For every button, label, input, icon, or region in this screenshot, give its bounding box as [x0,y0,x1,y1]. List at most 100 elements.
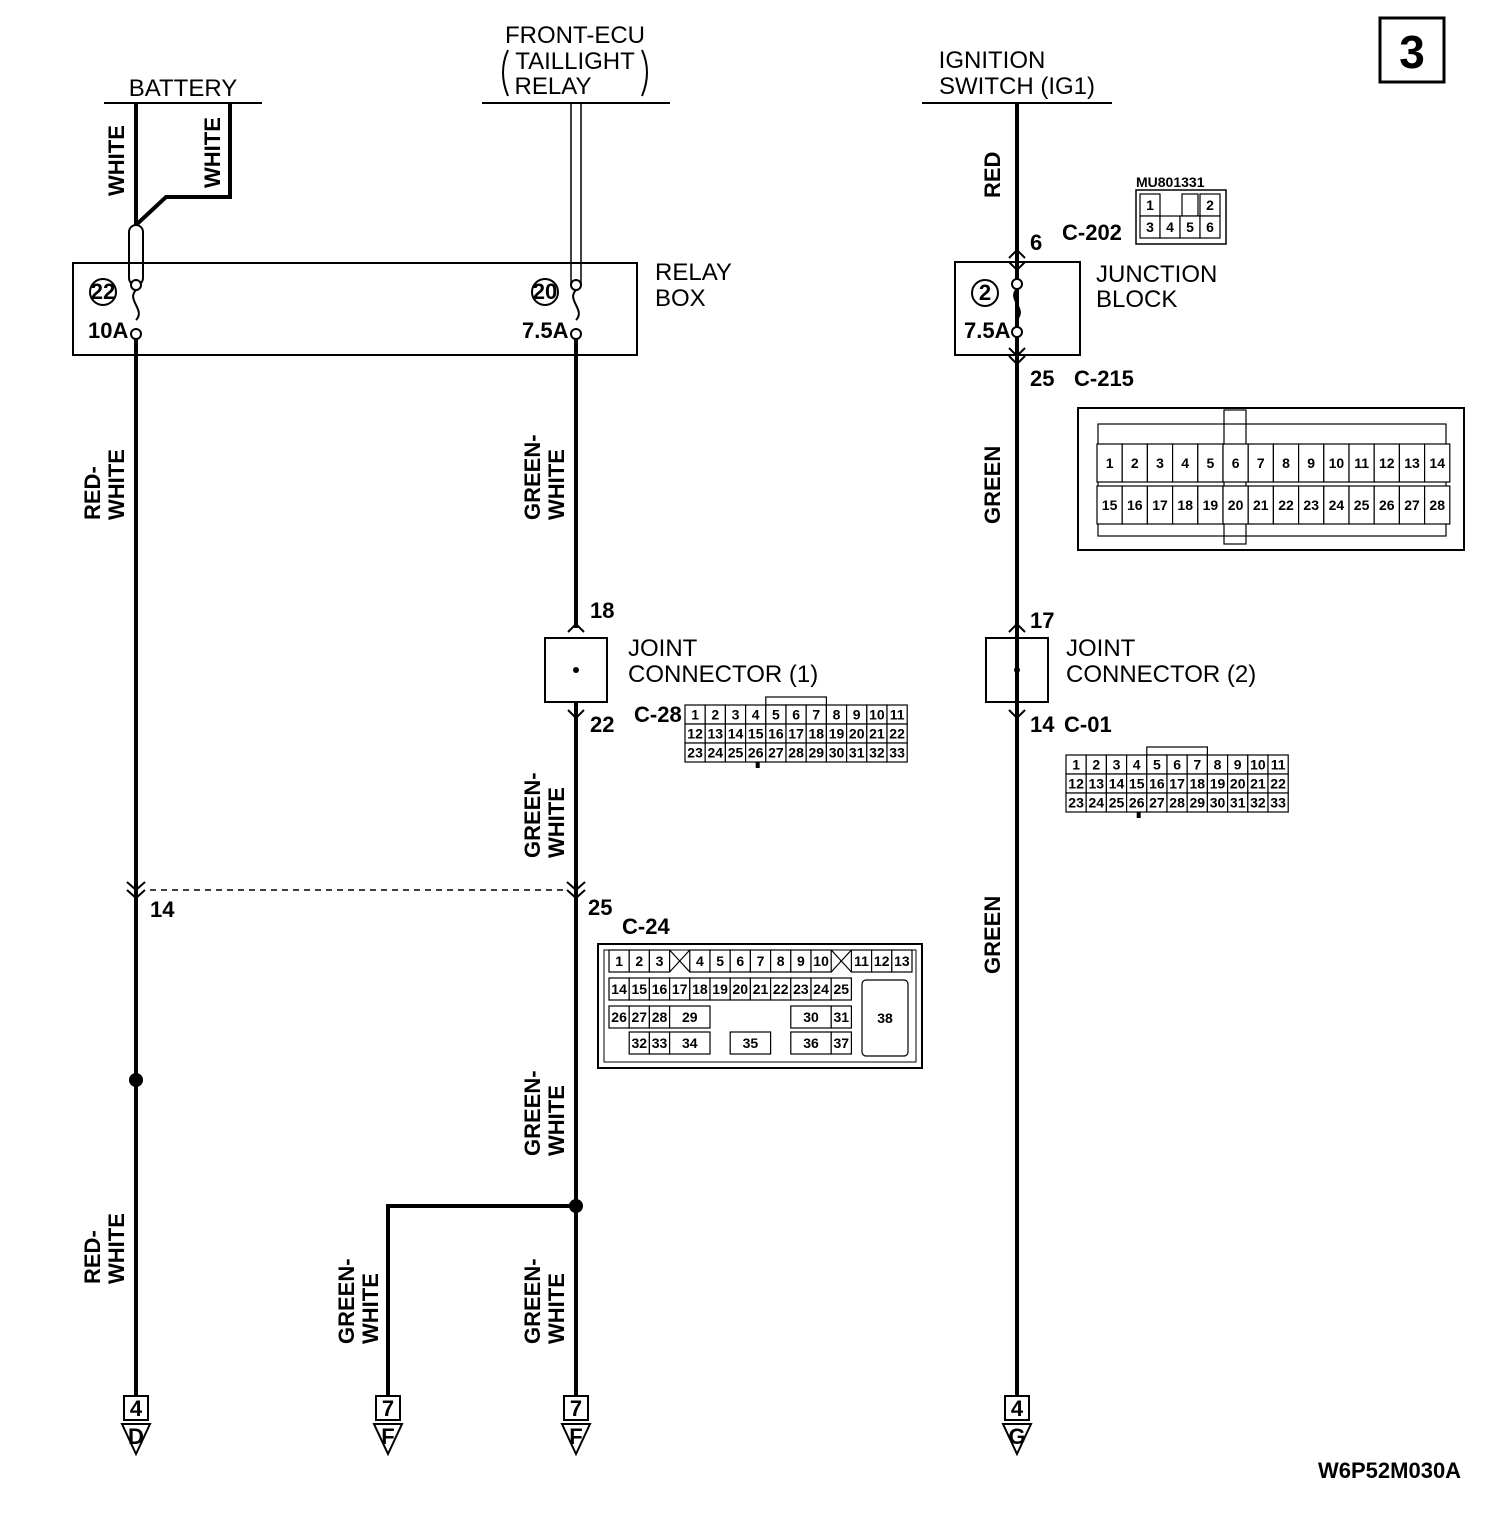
wire-color-green-white-2b: WHITE [544,787,569,858]
terminal-arrow [372,1423,404,1457]
c28-pin-label: 9 [853,707,861,723]
c202-part-number: MU801331 [1136,174,1205,190]
c28-pin-label: 8 [833,707,841,723]
c24-pin-label: 18 [692,981,708,997]
c202-pin-label: 4 [1166,219,1174,235]
c202-outline [1135,189,1227,245]
c01-pin-label: 27 [1149,795,1165,811]
c215-cell [1121,485,1148,525]
c215-cell [1146,443,1174,483]
wire-color-red-white-2a: RED- [80,1230,105,1284]
page-number: 3 [1399,26,1425,78]
wire-color-red-white-2b: WHITE [104,1213,129,1284]
c24-pin-right: 25 [588,895,612,920]
fuse-20-top-terminal [570,279,582,291]
c215-pin-label: 4 [1181,455,1189,471]
front-ecu-paren-left [502,49,509,97]
c215-pin-label: 20 [1228,497,1244,513]
front-ecu-label-1: FRONT-ECU [505,22,645,49]
c01-pin-label: 19 [1210,776,1226,792]
c01-pin-label: 12 [1068,776,1084,792]
c28-pin-label: 4 [752,707,760,723]
c215-pin-label: 24 [1329,497,1345,513]
c01-pin-label: 20 [1230,776,1246,792]
c24-pin-label: 17 [672,981,688,997]
terminal-arrow [560,1423,592,1457]
c215-pin-label: 26 [1379,497,1395,513]
c215-pin-label: 5 [1207,455,1215,471]
c215-cell [1197,485,1224,525]
c01-pin-label: 18 [1190,776,1206,792]
c01-pin-label: 8 [1214,757,1222,773]
front-ecu-label-2: TAILLIGHT [515,48,635,75]
splice-point-left [129,1073,143,1087]
c01-pin-label: 24 [1089,795,1105,811]
jb-fuse-rating: 7.5A [964,318,1011,343]
c24-pin-label: 24 [813,981,829,997]
c01-pin-label: 28 [1169,795,1185,811]
wire-color-white-2: WHITE [200,117,225,188]
fuse-20-bottom-terminal [570,328,582,340]
c215-pin-label: 23 [1303,497,1319,513]
c24-left-arrow-1 [126,881,146,892]
jb-fuse-badge [971,279,999,307]
c24-pin-label: 16 [652,981,668,997]
c202-cell [1199,215,1221,239]
c215-cell [1272,485,1300,525]
c24-pin-label: 34 [682,1035,698,1051]
c215-pin-label: 22 [1278,497,1294,513]
c28-pin-label: 26 [748,745,764,761]
c202-pin-label: 6 [1206,219,1214,235]
fuse-22-rating: 10A [88,318,128,343]
c24-pin-label: 2 [635,953,643,969]
c215-pin-label: 7 [1257,455,1265,471]
jc2-out-arrow [1008,709,1026,720]
c28-pin-label: 16 [768,726,784,742]
c24-cell [810,949,832,973]
c24-cell [830,977,853,1001]
fuse-22-bottom-terminal [130,328,142,340]
c28-pin-label: 12 [687,726,703,742]
front-ecu-paren-right [641,49,648,97]
c215-cell [1146,485,1174,525]
wire-color-red-white-1a: RED- [80,466,105,520]
c24-pin-label: 10 [813,953,829,969]
c24-pin-left: 14 [150,897,175,922]
terminal-letter: G [1008,1424,1025,1449]
c28-pin-label: 24 [708,745,724,761]
relay-box [72,262,638,356]
c24-pin-label: 12 [874,953,890,969]
c01-pin-label: 1 [1072,757,1080,773]
battery-label: BATTERY [129,75,237,102]
c215-out-arrow-2 [1008,355,1026,366]
c01-label: C-01 [1064,712,1112,737]
c01-pin-label: 33 [1270,795,1286,811]
c215-pin-label: 28 [1429,497,1445,513]
c215-pin-label: 2 [1131,455,1139,471]
c215-cell [1096,485,1123,525]
jc1-in-arrow [567,622,585,633]
c28-pin-label: 27 [768,745,784,761]
c28-pin-label: 1 [691,707,699,723]
c01-pin-label: 7 [1193,757,1201,773]
c24-cell [830,1031,853,1055]
c215-pin-label: 25 [1354,497,1370,513]
c24-pin-label: 7 [757,953,765,969]
wire-color-green-white-3a: GREEN- [520,1070,545,1156]
jc2-label-1: JOINT [1066,635,1136,662]
c28-key-bottom [755,762,760,768]
c215-cell [1297,443,1325,483]
c28-pin-label: 19 [829,726,845,742]
c01-pin-label: 26 [1129,795,1145,811]
fuse-20-symbol [572,289,580,321]
c24-pin-label: 26 [611,1009,627,1025]
fuse-20-badge [531,278,559,306]
c24-cell [668,1031,711,1055]
c215-pin-label: 1 [1106,455,1114,471]
c01-pin-label: 22 [1270,776,1286,792]
c24-pin-label: 28 [652,1009,668,1025]
